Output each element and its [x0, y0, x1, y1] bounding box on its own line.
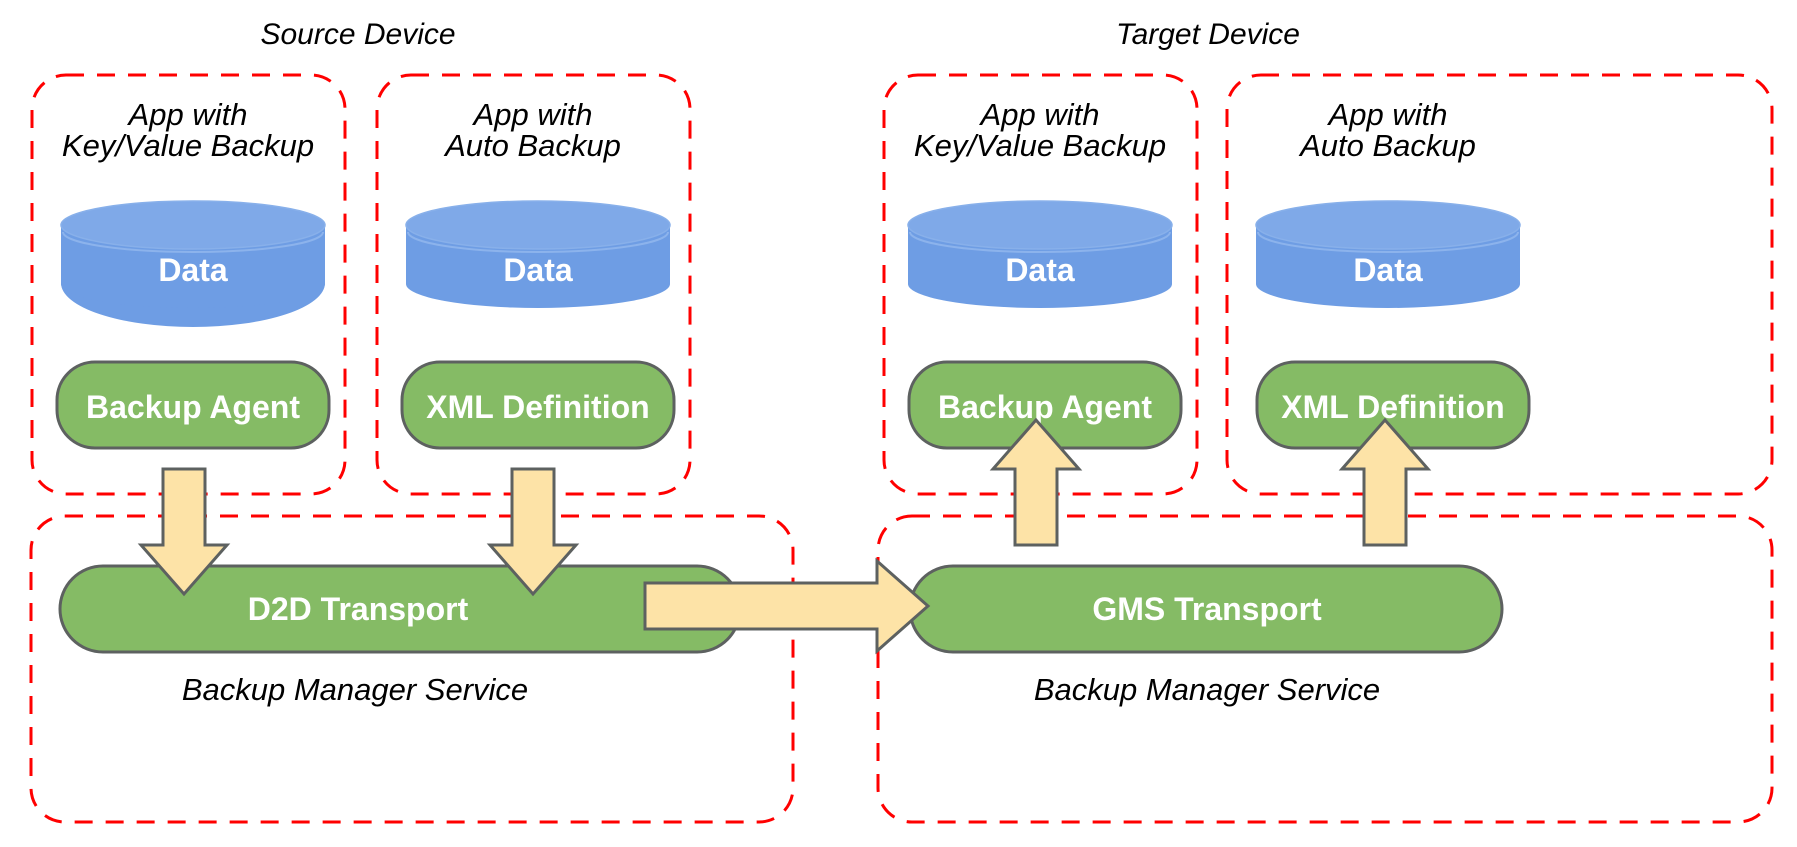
app-panel-title-line2: Auto Backup — [1298, 128, 1476, 163]
app-panel-target-kv[interactable]: App with Key/Value Backup Data Backup Ag… — [882, 73, 1199, 496]
data-cylinder-target-auto[interactable]: Data — [1255, 200, 1521, 308]
app-panel-title-line1: App with — [1327, 97, 1448, 132]
app-panel-target-auto[interactable]: App with Auto Backup Data XML Definition — [1225, 73, 1774, 496]
backup-manager-service-label-target: Backup Manager Service — [1034, 672, 1380, 707]
cylinder-top-ellipse — [60, 200, 326, 250]
app-panel-border — [375, 73, 692, 496]
xml-definition-box-label: XML Definition — [426, 389, 649, 425]
app-panel-title-line1: App with — [472, 97, 593, 132]
backup-agent-box-target[interactable]: Backup Agent — [907, 360, 1183, 450]
data-cylinder-label: Data — [503, 252, 573, 288]
cylinder-inner-line — [909, 231, 1171, 253]
backup-agent-box-label: Backup Agent — [86, 389, 300, 425]
app-panel-border — [30, 73, 347, 496]
app-panel-title-line2: Key/Value Backup — [914, 128, 1166, 163]
cylinder-inner-line — [1257, 231, 1519, 253]
cylinder-top-ellipse — [1255, 200, 1521, 250]
source-device-title: Source Device — [260, 18, 455, 51]
transfer-arrow-d2d-to-gms — [643, 557, 931, 655]
arrow-down-source-auto — [486, 467, 580, 597]
app-panel-title-line2: Auto Backup — [443, 128, 621, 163]
arrow-down-source-kv — [137, 467, 231, 597]
xml-definition-box-source[interactable]: XML Definition — [400, 360, 676, 450]
data-cylinder-target-kv[interactable]: Data — [907, 200, 1173, 308]
app-panel-title-line1: App with — [127, 97, 248, 132]
data-cylinder-label: Data — [1005, 252, 1075, 288]
cylinder-inner-line — [407, 231, 669, 253]
service-panel-border — [876, 514, 1774, 824]
app-panel-title-line1: App with — [979, 97, 1100, 132]
target-device-title: Target Device — [1116, 18, 1300, 51]
cylinder-top-ellipse — [907, 200, 1173, 250]
d2d-transport-label: D2D Transport — [248, 591, 469, 627]
data-cylinder-source-kv[interactable]: Data — [60, 200, 326, 327]
service-panel-border — [29, 514, 795, 824]
app-panel-source-auto[interactable]: App with Auto Backup Data XML Definition — [375, 73, 692, 496]
cylinder-top-ellipse — [405, 200, 671, 250]
data-cylinder-source-auto[interactable]: Data — [405, 200, 671, 308]
backup-manager-service-source[interactable]: D2D Transport Backup Manager Service — [29, 514, 795, 824]
app-panel-title-line2: Key/Value Backup — [62, 128, 314, 163]
d2d-transport-box[interactable]: D2D Transport — [58, 564, 742, 654]
app-panel-border — [882, 73, 1199, 496]
arrow-up-target-auto — [1338, 417, 1432, 547]
backup-manager-service-label-source: Backup Manager Service — [182, 672, 528, 707]
backup-manager-service-target[interactable]: GMS Transport Backup Manager Service — [876, 514, 1774, 824]
xml-definition-box-label: XML Definition — [1281, 389, 1504, 425]
app-panel-source-kv[interactable]: App with Key/Value Backup Data Backup Ag… — [30, 73, 347, 496]
data-cylinder-label: Data — [1353, 252, 1423, 288]
data-cylinder-label: Data — [158, 252, 228, 288]
backup-agent-box-source[interactable]: Backup Agent — [55, 360, 331, 450]
gms-transport-box[interactable]: GMS Transport — [908, 564, 1504, 654]
backup-agent-box-label: Backup Agent — [938, 389, 1152, 425]
arrow-up-target-kv — [989, 417, 1083, 547]
cylinder-inner-line — [62, 231, 324, 253]
gms-transport-label: GMS Transport — [1092, 591, 1322, 627]
